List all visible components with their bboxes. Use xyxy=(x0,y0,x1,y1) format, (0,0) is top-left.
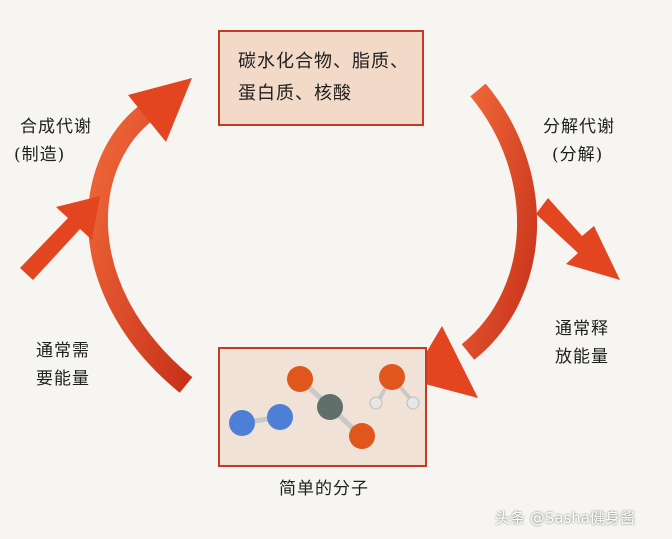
molecules-illustration xyxy=(229,364,420,449)
watermark: 头条 @Sasha健身酱 xyxy=(495,509,635,527)
requires-energy-line2: 要能量 xyxy=(36,369,90,389)
releases-energy-line2: 放能量 xyxy=(555,347,609,367)
simple-molecules-box xyxy=(218,347,427,467)
catabolism-sublabel: (分解) xyxy=(552,145,604,165)
simple-molecules-caption: 简单的分子 xyxy=(279,479,369,499)
requires-energy-line1: 通常需 xyxy=(36,341,90,361)
releases-energy-line1: 通常释 xyxy=(555,319,609,339)
catabolism-arrow-head xyxy=(410,326,478,398)
macromolecules-line2: 蛋白质、核酸 xyxy=(238,83,352,104)
anabolism-label: 合成代谢 xyxy=(20,117,92,137)
water-molecule xyxy=(369,364,420,410)
macromolecules-line1: 碳水化合物、脂质、 xyxy=(238,51,409,72)
catabolism-curve-arrow xyxy=(461,83,537,360)
carbon-dioxide-molecule xyxy=(287,366,375,449)
macromolecules-box: 碳水化合物、脂质、 蛋白质、核酸 xyxy=(218,30,424,126)
nitrogen-molecule xyxy=(229,404,293,436)
catabolism-label: 分解代谢 xyxy=(543,117,615,137)
anabolism-arrow-head xyxy=(128,78,192,142)
left-small-arrow xyxy=(20,196,100,280)
anabolism-sublabel: (制造) xyxy=(14,145,66,165)
right-small-arrow xyxy=(536,198,620,280)
anabolism-curve-arrow xyxy=(87,101,193,393)
